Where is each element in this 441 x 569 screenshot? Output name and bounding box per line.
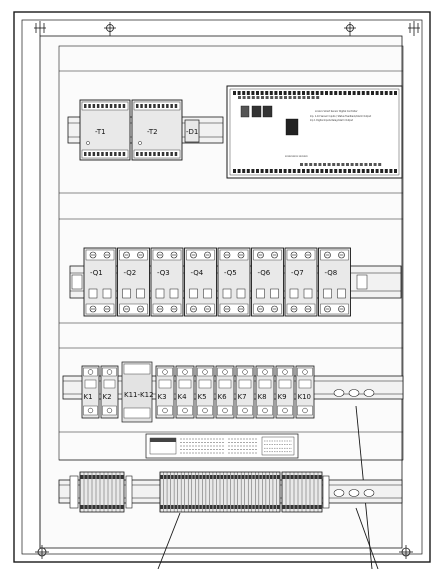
relay-label: K9 xyxy=(278,393,287,401)
controller-footer: xxxxxxxxxx xxxxxxx xyxy=(285,155,308,158)
nameplate xyxy=(145,433,299,459)
breaker-label: -Q7 xyxy=(291,269,304,277)
breaker-label: -Q5 xyxy=(224,269,237,277)
transformers: -T1 -T2 xyxy=(79,99,183,161)
relay: K10 xyxy=(295,365,315,419)
end-stop xyxy=(322,475,330,509)
breaker-label: -Q1 xyxy=(90,269,103,277)
relay-label: K6 xyxy=(218,393,228,401)
transformer: -T2 xyxy=(131,99,183,161)
relay-label: K1 xyxy=(84,393,93,401)
relay-label: K10 xyxy=(298,393,312,401)
terminal-group xyxy=(159,471,281,513)
transformer-label: -T1 xyxy=(95,128,106,136)
terminal-blocks xyxy=(69,471,330,513)
controller-title-3: Inp 1 Digital Inputs Relay/Alarm Output xyxy=(310,119,353,122)
relay-label: K8 xyxy=(258,393,267,401)
relay: K8 xyxy=(255,365,275,419)
relay-label: K3 xyxy=(158,393,167,401)
circuit-breaker: -Q2 xyxy=(117,247,150,317)
circuit-breaker: -Q4 xyxy=(184,247,217,317)
controller-terminals xyxy=(233,91,397,173)
end-stop xyxy=(69,475,79,509)
circuit-breakers: -Q1 -Q2 -Q3 -Q4 -Q5 -Q6 -Q7 -Q8 xyxy=(83,247,351,317)
transformer-label: -T2 xyxy=(147,128,158,136)
terminal-group xyxy=(79,471,125,513)
controller-title-1: xxxxxx Smart Sensor Digital Controller xyxy=(315,110,358,113)
relay-label: K5 xyxy=(198,393,207,401)
enclosure-outer xyxy=(13,11,431,563)
relay: K5 xyxy=(195,365,215,419)
transformer: -T1 xyxy=(79,99,131,161)
breaker-label: -Q6 xyxy=(258,269,271,277)
circuit-breaker: -Q8 xyxy=(318,247,351,317)
relays-right: K3 K4 K5 K6 K7 K8 K9 K10 xyxy=(155,365,315,419)
controller-title-2: Inp. 1-10 Sensor Inputs / Status Feedbac… xyxy=(310,115,371,118)
relay: K7 xyxy=(235,365,255,419)
breaker-label: -Q4 xyxy=(191,269,204,277)
controller-port-1 xyxy=(251,105,262,118)
relay: K4 xyxy=(175,365,195,419)
breaker-label: -Q3 xyxy=(157,269,170,277)
breaker-label: -Q8 xyxy=(325,269,338,277)
relay-block: K11-K12 xyxy=(121,361,154,423)
relay: K3 xyxy=(155,365,175,419)
controller: xxxxxx Smart Sensor Digital Controller I… xyxy=(226,85,403,179)
relay-label: K7 xyxy=(238,393,247,401)
circuit-breaker: -Q5 xyxy=(217,247,251,317)
circuit-breaker: -Q1 xyxy=(83,247,117,317)
end-stop xyxy=(125,475,133,509)
circuit-breaker: -Q3 xyxy=(150,247,184,317)
enclosure-inner xyxy=(21,19,423,555)
circuit-breaker: -Q6 xyxy=(251,247,284,317)
terminal-group xyxy=(281,471,323,513)
relay: K6 xyxy=(215,365,235,419)
relay-label: K4 xyxy=(178,393,188,401)
relay: K1 xyxy=(81,365,100,419)
relay-block-label: K11-K12 xyxy=(124,391,154,399)
controller-display xyxy=(285,118,299,136)
relay: K9 xyxy=(275,365,295,419)
small-module-label: -D1 xyxy=(186,128,198,136)
small-module: -D1 xyxy=(184,119,200,143)
relays-left: K1 K2 xyxy=(81,365,119,419)
breaker-label: -Q2 xyxy=(124,269,137,277)
circuit-breaker: -Q7 xyxy=(284,247,318,317)
relay: K2 xyxy=(100,365,119,419)
wire-ducts xyxy=(39,70,403,548)
mounting-bolts xyxy=(34,21,420,559)
controller-port-3 xyxy=(240,105,250,118)
controller-port-2 xyxy=(262,105,273,118)
relay-label: K2 xyxy=(103,393,112,401)
